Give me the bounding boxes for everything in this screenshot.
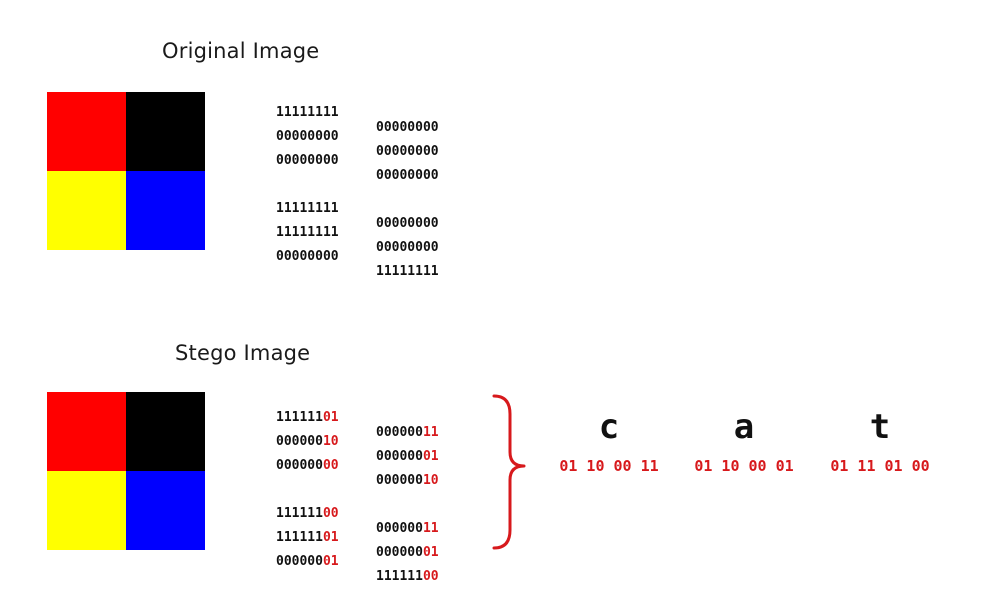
binary-value: 00000000 bbox=[276, 249, 339, 264]
binary-row: 00000000 00000010 bbox=[276, 443, 439, 503]
binary-row: 11111101 00000011 bbox=[276, 395, 439, 455]
message-letter: a bbox=[733, 407, 755, 447]
stego-pixel-grid bbox=[47, 392, 205, 550]
original-binary-values: 11111111 00000000 00000000 00000000 0000… bbox=[276, 90, 476, 279]
binary-value: 00000001 bbox=[276, 554, 339, 569]
stego-binary-values: 11111101 00000011 00000010 00000001 0000… bbox=[276, 395, 476, 584]
binary-row: 11111100 00000011 bbox=[276, 491, 439, 551]
binary-value: 00000000 bbox=[376, 216, 439, 231]
lsb-bits: 00 bbox=[322, 506, 339, 521]
letter-binary-code: 01 10 00 11 bbox=[559, 457, 659, 475]
letter-binary-code: 01 11 01 00 bbox=[830, 457, 930, 475]
pixel-black bbox=[126, 392, 205, 471]
message-letter: c bbox=[598, 407, 620, 447]
binary-value: 00000011 bbox=[376, 425, 439, 440]
binary-value: 11111111 bbox=[276, 225, 339, 240]
message-letter: t bbox=[869, 407, 891, 447]
stego-image-title: Stego Image bbox=[175, 341, 311, 365]
lsb-bits: 01 bbox=[422, 545, 439, 560]
binary-row: 00000000 00000000 bbox=[276, 138, 439, 198]
lsb-bits: 10 bbox=[322, 434, 339, 449]
binary-value: 00000011 bbox=[376, 521, 439, 536]
pixel-black bbox=[126, 92, 205, 171]
binary-value: 00000000 bbox=[376, 168, 439, 183]
lsb-bits: 01 bbox=[322, 530, 339, 545]
binary-row: 11111111 00000000 bbox=[276, 210, 439, 270]
binary-value: 00000000 bbox=[376, 144, 439, 159]
binary-value: 11111111 bbox=[276, 201, 339, 216]
binary-value: 00000001 bbox=[376, 545, 439, 560]
binary-value: 11111111 bbox=[276, 105, 339, 120]
binary-value: 00000000 bbox=[376, 240, 439, 255]
pixel-yellow bbox=[47, 471, 126, 550]
binary-value: 00000000 bbox=[276, 458, 339, 473]
binary-value: 11111101 bbox=[276, 410, 339, 425]
curly-brace-icon bbox=[492, 394, 526, 550]
lsb-bits: 01 bbox=[322, 410, 339, 425]
lsb-bits: 10 bbox=[422, 473, 439, 488]
lsb-bits: 00 bbox=[422, 569, 439, 584]
lsb-bits: 01 bbox=[322, 554, 339, 569]
lsb-bits: 11 bbox=[422, 425, 439, 440]
binary-value: 00000001 bbox=[376, 449, 439, 464]
pixel-red bbox=[47, 92, 126, 171]
binary-row: 11111111 00000000 bbox=[276, 90, 439, 150]
binary-row: 11111101 00000001 bbox=[276, 515, 439, 575]
binary-value: 00000000 bbox=[376, 120, 439, 135]
lsb-bits: 00 bbox=[322, 458, 339, 473]
pixel-blue bbox=[126, 171, 205, 250]
binary-row: 00000001 11111100 bbox=[276, 539, 439, 599]
binary-value: 00000010 bbox=[376, 473, 439, 488]
lsb-bits: 11 bbox=[422, 521, 439, 536]
binary-value: 00000000 bbox=[276, 129, 339, 144]
binary-row: 11111111 00000000 bbox=[276, 186, 439, 246]
pixel-red bbox=[47, 392, 126, 471]
binary-value: 00000010 bbox=[276, 434, 339, 449]
pixel-blue bbox=[126, 471, 205, 550]
binary-row: 00000010 00000001 bbox=[276, 419, 439, 479]
binary-value: 11111100 bbox=[376, 569, 439, 584]
original-pixel-grid bbox=[47, 92, 205, 250]
lsb-bits: 01 bbox=[422, 449, 439, 464]
letter-binary-code: 01 10 00 01 bbox=[694, 457, 794, 475]
binary-value: 00000000 bbox=[276, 153, 339, 168]
pixel-yellow bbox=[47, 171, 126, 250]
original-image-title: Original Image bbox=[162, 39, 320, 63]
binary-value: 11111101 bbox=[276, 530, 339, 545]
binary-value: 11111111 bbox=[376, 264, 439, 279]
binary-row: 00000000 00000000 bbox=[276, 114, 439, 174]
binary-value: 11111100 bbox=[276, 506, 339, 521]
binary-row: 00000000 11111111 bbox=[276, 234, 439, 294]
